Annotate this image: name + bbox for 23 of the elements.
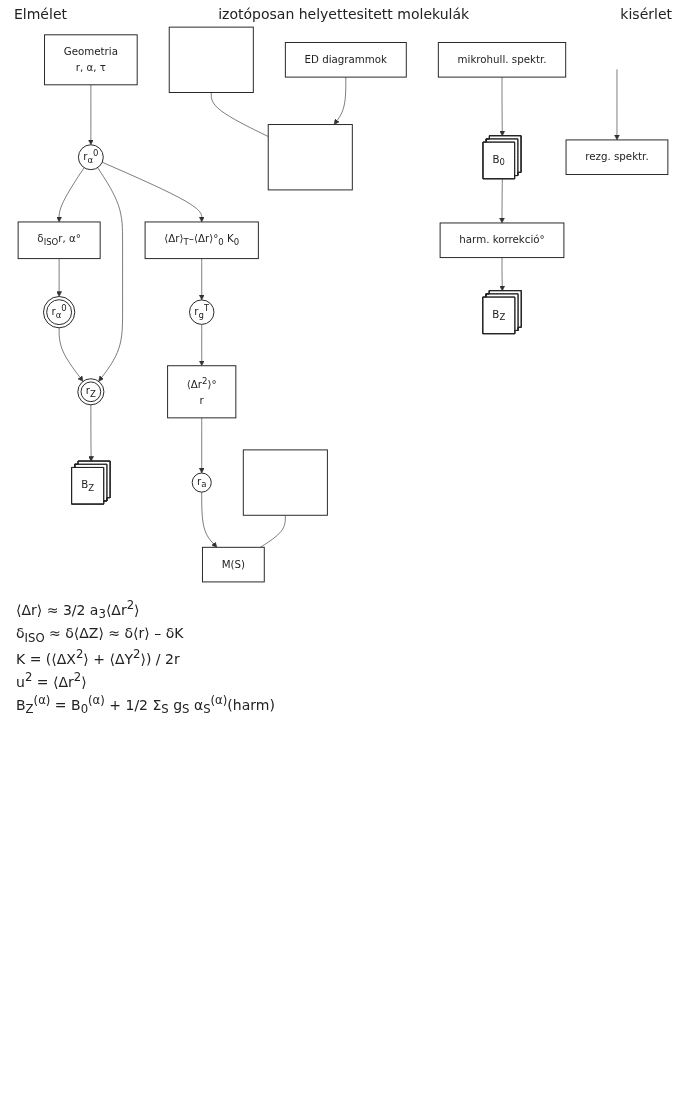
formula: δ$_{ISO}$ ≈ δ⟨ΔZ⟩ ≈ δ⟨r⟩ – δK — [16, 624, 185, 645]
node-box — [267, 124, 353, 191]
connector — [260, 514, 286, 548]
node-box: ⟨Δr$^{2}$⟩° r — [167, 365, 237, 419]
formula: B$_{Z}$$^{(α)}$ = B$_{0}$$^{(α)}$ + 1/2 Σ$_{S}$ g$_{S}$ α$_{S}$$^{(α)}$(harm) — [16, 692, 276, 717]
node-box — [242, 449, 328, 516]
formula: K = (⟨ΔX$^{2}$⟩ + ⟨ΔY$^{2}$⟩) / 2r — [16, 647, 181, 667]
node-box: δ$_{ISO}$r, α° — [17, 221, 101, 260]
section-label: Elmélet — [14, 6, 67, 22]
node-box: rezg. spektr. — [565, 139, 669, 175]
node-box: Geometria r, α, τ — [44, 34, 138, 86]
formula: u$^{2}$ = ⟨Δr$^{2}$⟩ — [16, 669, 88, 690]
node-box: harm. korrekció° — [439, 222, 565, 259]
node-box: mikrohull. spektr. — [437, 42, 567, 78]
node-circle: r$_{a}$ — [191, 472, 212, 493]
node-box: M(S) — [202, 546, 265, 583]
connector — [210, 92, 269, 137]
section-label: kisérlet — [620, 6, 672, 22]
section-label: izotóposan helyettesitett molekulák — [218, 6, 470, 22]
node-box: ⟨Δr⟩$_{T}$–⟨Δr⟩°$_{0}$ K$_{0}$ — [144, 221, 259, 260]
node-box — [168, 26, 254, 93]
node-box: ED diagrammok — [284, 42, 407, 78]
formula: ⟨Δr⟩ ≈ 3/2 a$_{3}$⟨Δr$^{2}$⟩ — [16, 598, 141, 622]
